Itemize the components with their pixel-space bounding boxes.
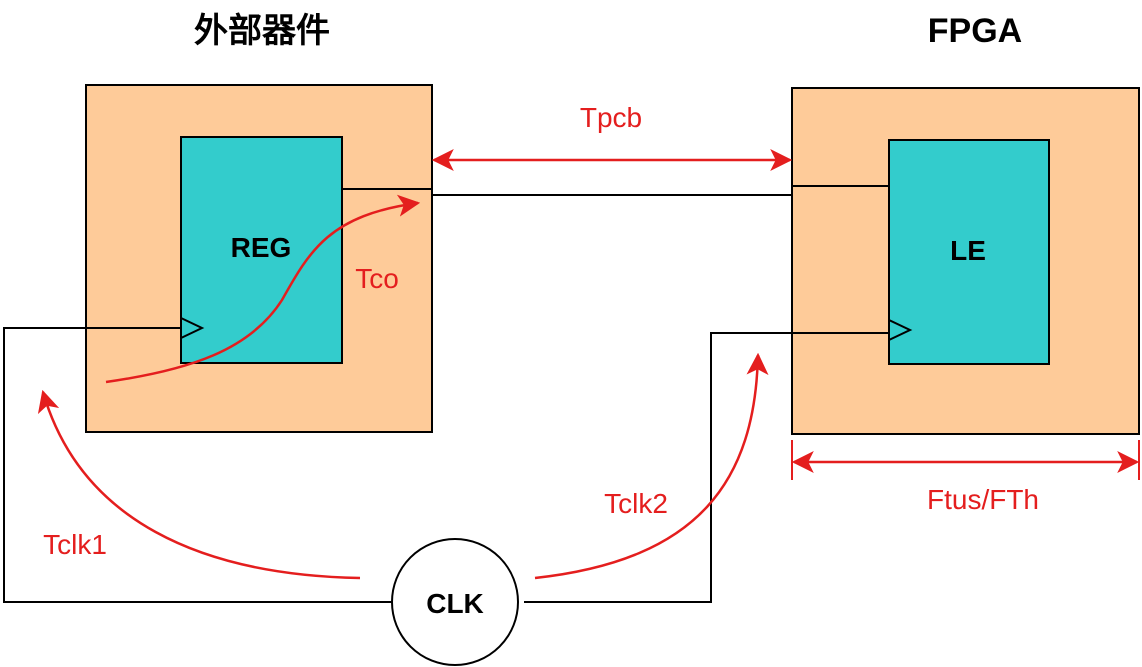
tclk1-arrow bbox=[37, 389, 361, 580]
clock-wire-to-reg bbox=[3, 327, 392, 603]
clk-source bbox=[391, 538, 519, 666]
external-device-title: 外部器件 bbox=[194, 12, 330, 50]
reg-label: REG bbox=[231, 232, 292, 263]
clock-wire-to-le bbox=[524, 332, 889, 603]
clk-label: CLK bbox=[426, 588, 484, 619]
ftus-label: Ftus/FTh bbox=[927, 484, 1039, 515]
le-block bbox=[888, 139, 1050, 365]
reg-clock-input-triangle bbox=[180, 317, 205, 339]
fpga-title: FPGA bbox=[928, 12, 1022, 50]
tco-label: Tco bbox=[355, 263, 399, 294]
tpcb-label: Tpcb bbox=[580, 102, 642, 133]
tco-arrow bbox=[105, 194, 421, 384]
le-label: LE bbox=[950, 235, 986, 266]
tclk2-label: Tclk2 bbox=[604, 488, 668, 519]
le-clock-input-triangle bbox=[888, 319, 913, 341]
tclk2-arrow bbox=[534, 352, 769, 580]
tclk1-label: Tclk1 bbox=[43, 529, 107, 560]
data-wire bbox=[342, 185, 889, 196]
